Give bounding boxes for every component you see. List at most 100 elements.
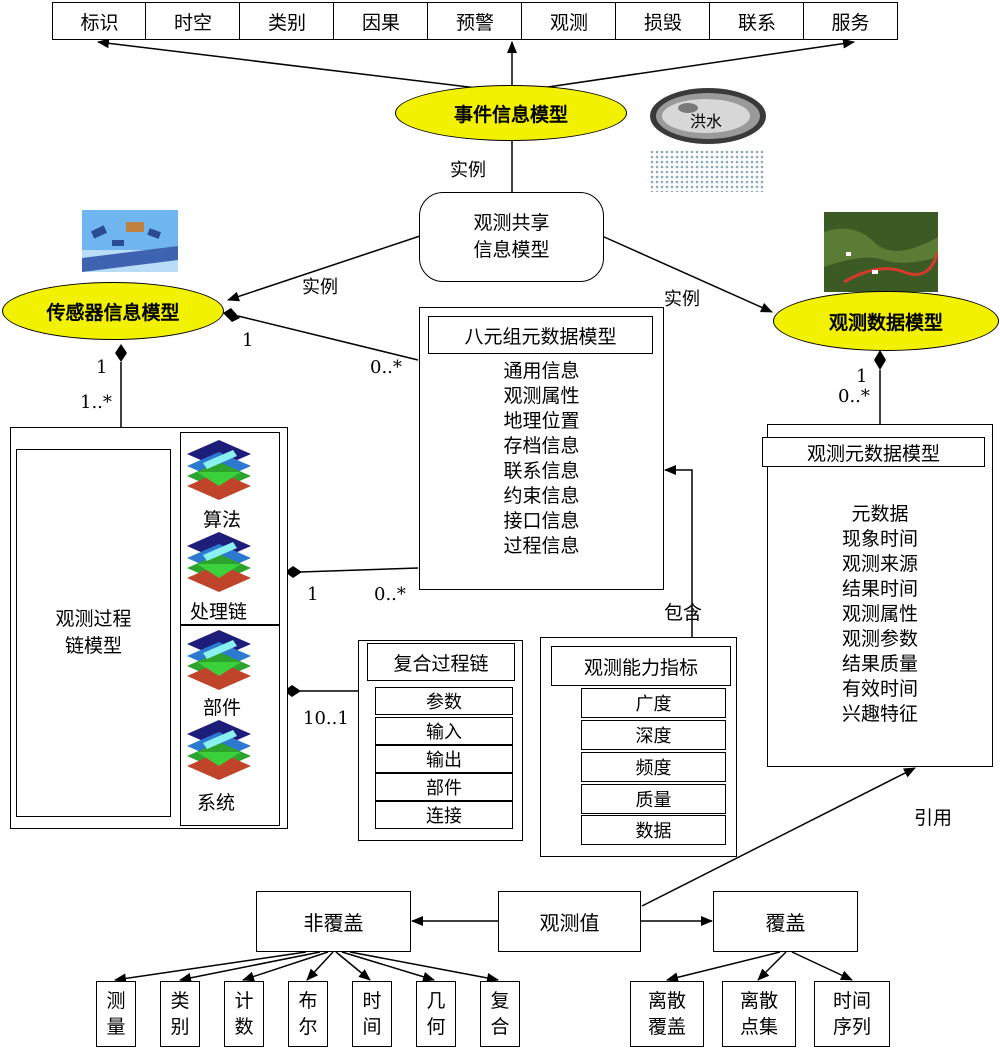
- top-cell-identifier: 标识: [52, 2, 147, 40]
- eight-meta-item: 过程信息: [503, 535, 580, 557]
- child-char: 数: [234, 1016, 254, 1038]
- mult-composite: 10..1: [303, 708, 349, 729]
- top-cell-category: 类别: [239, 2, 335, 40]
- obs-meta-item: 结果时间: [841, 578, 918, 600]
- process-chain-title-line1: 观测过程: [55, 608, 132, 630]
- child-line: 时间: [832, 990, 871, 1012]
- composite-chain-title: 复合过程链: [367, 643, 515, 681]
- obs-meta-title: 观测元数据模型: [762, 437, 985, 467]
- coverage-child: 时间 序列: [814, 981, 890, 1047]
- coverage-node: 覆盖: [713, 891, 858, 952]
- mult-obs-data-2: 0..*: [838, 386, 870, 407]
- obs-meta-item: 有效时间: [841, 678, 918, 700]
- event-info-model: 事件信息模型: [395, 85, 627, 141]
- layers-icon: [183, 626, 255, 694]
- child-char: 量: [106, 1016, 126, 1038]
- eight-meta-item: 通用信息: [503, 360, 580, 382]
- mult-sensor-bottom-1: 1: [96, 357, 108, 378]
- obs-meta-item: 兴趣特征: [841, 703, 918, 725]
- obs-meta-item: 观测属性: [841, 603, 918, 625]
- mult-chain-meta-1: 1: [307, 584, 319, 605]
- composite-row: 参数: [375, 687, 513, 715]
- eight-meta-item: 联系信息: [503, 460, 580, 482]
- eight-meta-items: 通用信息 观测属性 地理位置 存档信息 联系信息 约束信息 接口信息 过程信息: [419, 359, 664, 559]
- non-coverage-child: 时 间: [352, 981, 392, 1047]
- non-coverage-child: 计 数: [224, 981, 264, 1047]
- top-cell-causality: 因果: [333, 2, 429, 40]
- eight-tuple-metadata-model: 八元组元数据模型: [419, 307, 664, 590]
- child-char: 何: [426, 1016, 446, 1038]
- capability-row: 深度: [581, 720, 726, 750]
- child-char: 类: [170, 990, 190, 1012]
- eight-meta-item: 观测属性: [503, 385, 580, 407]
- child-line: 序列: [832, 1016, 871, 1038]
- icon-label-system: 系统: [197, 792, 236, 814]
- child-char: 几: [426, 990, 446, 1012]
- eight-meta-title: 八元组元数据模型: [428, 316, 653, 354]
- child-char: 尔: [298, 1016, 318, 1038]
- capability-row: 频度: [581, 752, 726, 782]
- non-coverage-node: 非覆盖: [256, 891, 411, 952]
- child-char: 计: [234, 990, 254, 1012]
- top-cell-damage: 损毁: [615, 2, 711, 40]
- mult-obs-data-1: 1: [856, 366, 868, 387]
- capability-row: 广度: [581, 688, 726, 718]
- icon-label-algorithm: 算法: [203, 509, 242, 531]
- top-cell-service: 服务: [803, 2, 898, 40]
- flood-image: [648, 86, 768, 146]
- child-line: 离散: [739, 990, 778, 1012]
- mult-sensor-meta-1: 1: [242, 330, 254, 351]
- obs-metadata-model: 观测元数据模型: [762, 424, 993, 767]
- coverage-child: 离散 覆盖: [630, 981, 704, 1047]
- eight-meta-item: 存档信息: [503, 435, 580, 457]
- composite-row: 部件: [375, 773, 513, 801]
- shared-model-line1: 观测共享: [473, 212, 550, 234]
- mult-sensor-meta-2: 0..*: [370, 357, 402, 378]
- top-cell-spacetime: 时空: [145, 2, 241, 40]
- obs-data-map-image: [824, 212, 940, 292]
- child-char: 合: [490, 1016, 510, 1038]
- capability-row: 数据: [581, 815, 726, 845]
- obs-shared-info-model: 观测共享 信息模型: [419, 192, 604, 282]
- obs-value-node: 观测值: [498, 891, 641, 952]
- obs-meta-item: 元数据: [851, 503, 909, 525]
- child-line: 覆盖: [647, 1016, 686, 1038]
- mult-chain-meta-2: 0..*: [374, 584, 406, 605]
- layers-icon: [183, 436, 255, 504]
- eight-meta-item: 接口信息: [503, 510, 580, 532]
- non-coverage-child: 复 合: [480, 981, 520, 1047]
- child-char: 复: [490, 990, 510, 1012]
- capability-row: 质量: [581, 784, 726, 814]
- process-chain-title-line2: 链模型: [64, 635, 122, 657]
- instance-label-obs-data: 实例: [664, 289, 700, 310]
- instance-label-event: 实例: [450, 160, 486, 181]
- non-coverage-child: 布 尔: [288, 981, 328, 1047]
- child-char: 测: [106, 990, 126, 1012]
- flood-label: 洪水: [690, 112, 723, 131]
- coverage-child: 离散 点集: [722, 981, 796, 1047]
- top-cell-warning: 预警: [427, 2, 523, 40]
- reference-label: 引用: [914, 807, 953, 829]
- obs-meta-item: 观测来源: [841, 553, 918, 575]
- icon-label-processing-chain: 处理链: [190, 601, 248, 623]
- obs-meta-item: 观测参数: [841, 628, 918, 650]
- obs-meta-item: 结果质量: [841, 653, 918, 675]
- layers-icon: [183, 528, 255, 596]
- contains-label: 包含: [664, 602, 703, 624]
- instance-label-sensor: 实例: [302, 277, 338, 298]
- sensor-info-model: 传感器信息模型: [2, 282, 224, 340]
- shared-model-line2: 信息模型: [473, 239, 550, 261]
- child-line: 离散: [647, 990, 686, 1012]
- child-char: 间: [362, 1016, 382, 1038]
- layers-icon: [183, 716, 255, 784]
- flood-dots-image: [650, 150, 765, 192]
- process-chain-title: 观测过程 链模型: [16, 449, 171, 817]
- child-char: 别: [170, 1016, 190, 1038]
- composite-row: 输入: [375, 717, 513, 745]
- eight-meta-item: 地理位置: [503, 410, 580, 432]
- obs-data-model: 观测数据模型: [773, 291, 999, 351]
- top-cell-relation: 联系: [709, 2, 805, 40]
- child-char: 布: [298, 990, 318, 1012]
- child-char: 时: [362, 990, 382, 1012]
